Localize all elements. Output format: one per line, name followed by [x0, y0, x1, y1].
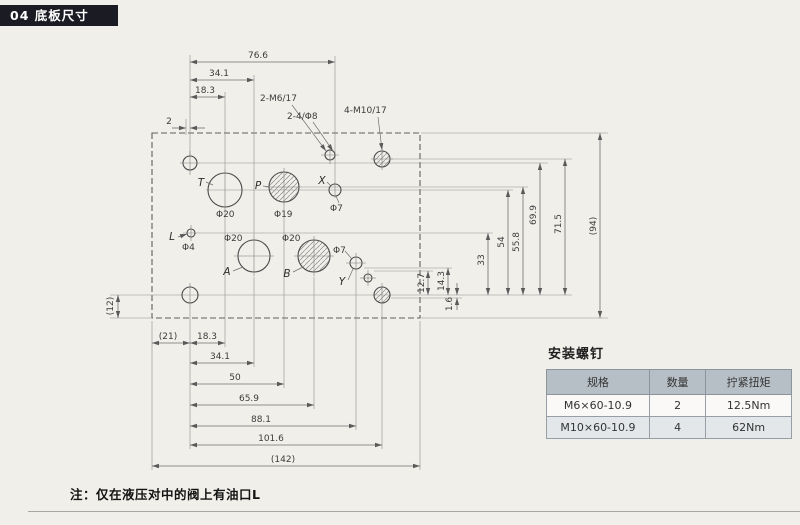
hole-label-m10: 4-M10/17 [344, 106, 387, 116]
port-label-b: B [283, 268, 290, 280]
bottom-dim-18-3: 18.3 [197, 332, 217, 342]
port-dia-l: Φ4 [182, 243, 195, 253]
col-header-torque: 拧紧扭矩 [705, 369, 792, 395]
right-dim-54: 54 [497, 236, 507, 248]
top-dim-34-1: 34.1 [209, 69, 229, 79]
port-dia-y: Φ7 [333, 246, 346, 256]
cell-spec-m10: M10×60-10.9 [546, 416, 650, 439]
port-label-a: A [222, 266, 230, 278]
col-header-qty: 数量 [648, 369, 707, 395]
footnote: 注：仅在液压对中的阀上有油口L [70, 487, 261, 502]
center-lines [180, 146, 393, 307]
right-dim-14-3: 14.3 [437, 271, 447, 291]
right-dim-71-5: 71.5 [554, 214, 564, 234]
cell-torque-m6: 12.5Nm [705, 394, 792, 417]
port-label-p: P [255, 180, 262, 192]
port-label-y: Y [339, 276, 347, 288]
right-dim-94: (94) [589, 217, 599, 235]
port-label-x: X [317, 175, 326, 187]
dimension-labels: 76.6 34.1 18.3 2 2-M6/17 2-4/Φ8 4-M10/17… [106, 51, 599, 465]
bottom-dim-101-6: 101.6 [258, 434, 284, 444]
top-dim-76-6: 76.6 [248, 51, 268, 61]
right-dim-1-6: 1.6 [445, 297, 455, 312]
port-label-l: L [169, 231, 175, 243]
right-dim-55-8: 55.8 [512, 232, 522, 252]
dimension-lines [115, 59, 603, 469]
extension-lines [110, 55, 608, 470]
bottom-dim-88-1: 88.1 [251, 415, 271, 425]
cell-spec-m6: M6×60-10.9 [546, 394, 650, 417]
port-dia-b: Φ20 [282, 234, 301, 244]
port-dia-x: Φ7 [330, 204, 343, 214]
plate-outline [151, 132, 421, 319]
top-dim-2: 2 [166, 117, 172, 127]
bottom-dim-50: 50 [229, 373, 241, 383]
left-dim-12: (12) [106, 297, 116, 315]
cell-qty-m10: 4 [648, 416, 707, 439]
port-label-t: T [198, 177, 206, 189]
mounting-screw-panel: 安装螺钉 规格 数量 拧紧扭矩 M6×60-10.9 2 12.5Nm M10×… [546, 343, 792, 439]
screw-table-title: 安装螺钉 [548, 347, 605, 362]
port-dia-t: Φ20 [216, 210, 235, 220]
col-header-spec: 规格 [546, 369, 650, 395]
port-labels: T P X L A B Y Φ20 Φ19 Φ7 Φ4 Φ20 Φ20 Φ7 [169, 175, 347, 288]
right-dim-33: 33 [477, 254, 487, 265]
page-header: 04 底板尺寸 [0, 5, 118, 26]
bottom-dim-65-9: 65.9 [239, 394, 259, 404]
right-dim-69-9: 69.9 [529, 205, 539, 225]
cell-qty-m6: 2 [648, 394, 707, 417]
port-circles [181, 149, 391, 304]
top-dim-18-3: 18.3 [195, 86, 215, 96]
port-dia-a: Φ20 [224, 234, 243, 244]
port-dia-p: Φ19 [274, 210, 293, 220]
hole-label-m6: 2-M6/17 [260, 94, 297, 104]
leader-lines [177, 104, 384, 281]
screw-table-header-row: 规格 数量 拧紧扭矩 [546, 369, 792, 395]
table-row-m10: M10×60-10.9 4 62Nm [546, 416, 792, 439]
hole-label-phi8: 2-4/Φ8 [287, 112, 318, 122]
cell-torque-m10: 62Nm [705, 416, 792, 439]
right-dim-12-7: 12.7 [417, 273, 427, 293]
table-row-m6: M6×60-10.9 2 12.5Nm [546, 394, 792, 417]
page-bottom-rule [28, 511, 800, 512]
page-title: 04 底板尺寸 [10, 8, 89, 23]
bottom-dim-34-1: 34.1 [210, 352, 230, 362]
bottom-dim-21: (21) [159, 332, 177, 342]
bottom-dim-142: (142) [271, 455, 295, 465]
screw-table: 规格 数量 拧紧扭矩 M6×60-10.9 2 12.5Nm M10×60-10… [546, 369, 792, 439]
